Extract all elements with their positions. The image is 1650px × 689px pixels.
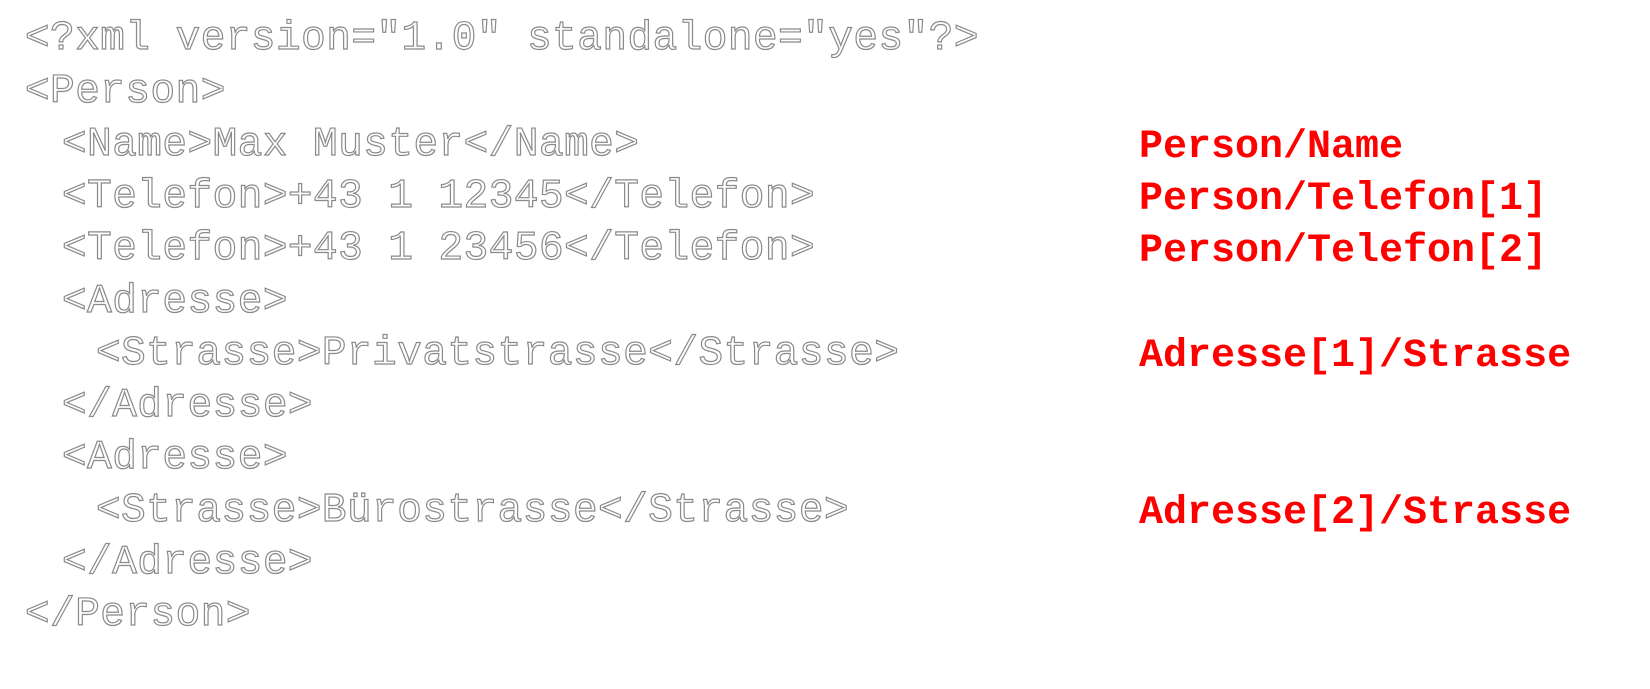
- xml-adresse-close-tag-2: </Adresse>: [61, 539, 314, 586]
- xml-adresse-close-tag-1: </Adresse>: [61, 382, 314, 429]
- xml-telefon-element-2: <Telefon>+43 1 23456</Telefon>: [61, 225, 816, 272]
- xpath-label-name: Person/Name: [1139, 125, 1404, 170]
- xml-telefon-element-1: <Telefon>+43 1 12345</Telefon>: [61, 173, 816, 220]
- xpath-label-strasse-1: Adresse[1]/Strasse: [1139, 334, 1572, 379]
- xml-adresse-open-tag-2: <Adresse>: [61, 434, 288, 481]
- xml-strasse-element-1: <Strasse>Privatstrasse</Strasse>: [95, 330, 900, 377]
- xpath-label-telefon-2: Person/Telefon[2]: [1139, 229, 1548, 274]
- xml-strasse-element-2: <Strasse>Bürostrasse</Strasse>: [95, 487, 850, 534]
- xml-person-close-tag: </Person>: [24, 591, 251, 638]
- xml-declaration: <?xml version="1.0" standalone="yes"?>: [24, 15, 979, 62]
- xml-person-open-tag: <Person>: [24, 68, 226, 115]
- xml-name-element: <Name>Max Muster</Name>: [61, 121, 640, 168]
- xml-adresse-open-tag-1: <Adresse>: [61, 278, 288, 325]
- xpath-label-strasse-2: Adresse[2]/Strasse: [1139, 491, 1572, 536]
- xpath-label-telefon-1: Person/Telefon[1]: [1139, 177, 1548, 222]
